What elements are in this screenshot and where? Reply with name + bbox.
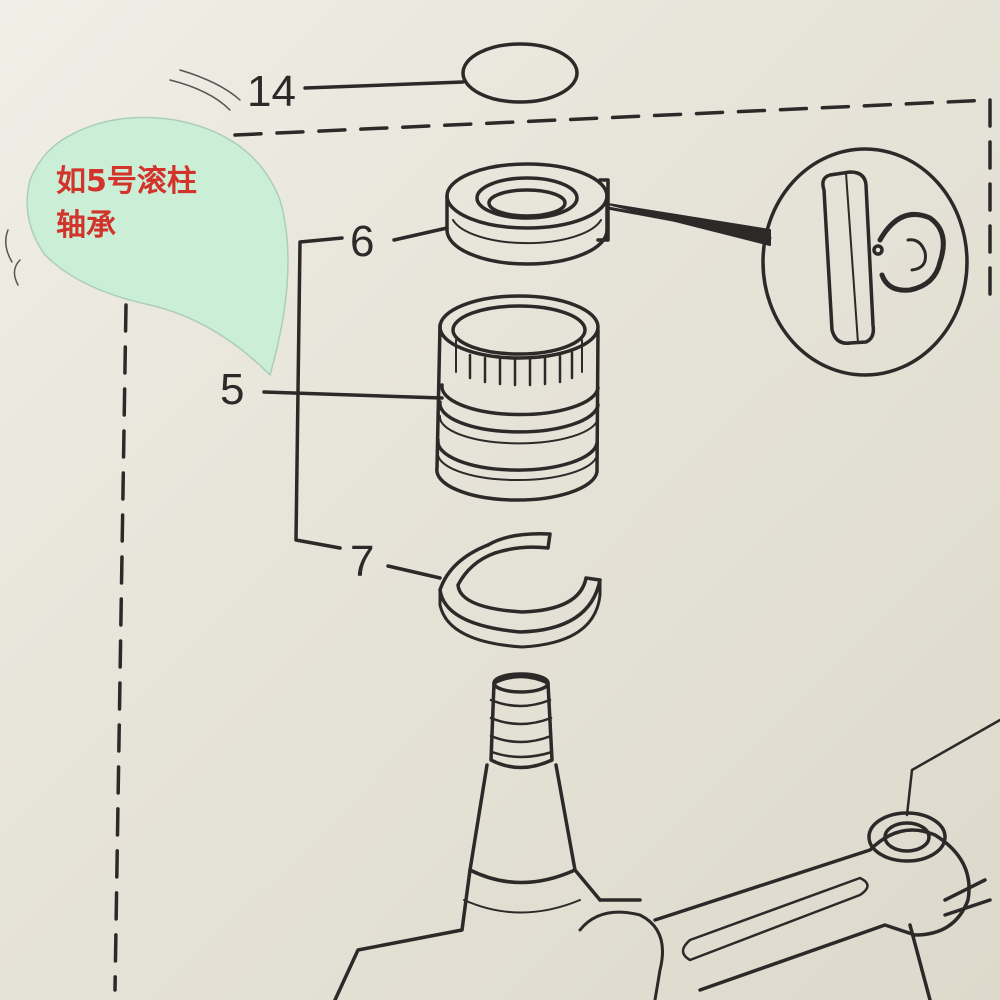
leader-line-5 [262, 390, 444, 400]
callout-bubble [26, 116, 289, 377]
part-label-6: 6 [350, 217, 375, 266]
callout-scribble [5, 229, 21, 286]
part-label-5: 5 [220, 365, 245, 414]
roller-bearing-5 [435, 294, 600, 502]
callout-line-1: 如5号滚柱 [56, 164, 197, 199]
assembly-boundary-dashed [233, 98, 992, 137]
seal-ring-6 [445, 162, 609, 266]
part-label-14: 14 [247, 67, 296, 116]
callout-line-2: 轴承 [56, 207, 116, 243]
callout-text: 如5号滚柱 轴承 [56, 160, 197, 247]
bracket-6 [596, 178, 610, 242]
assembly-boundary-left [113, 303, 128, 992]
steering-arm [653, 718, 1000, 1000]
detail-view-circle [761, 147, 969, 377]
leader-line-7 [386, 564, 442, 580]
group-bracket [294, 236, 344, 550]
part-label-7: 7 [350, 537, 375, 586]
spindle-shaft [333, 672, 664, 1000]
leader-line-14 [303, 80, 465, 90]
leader-line-6 [392, 226, 449, 242]
snap-ring-7 [438, 531, 602, 649]
o-ring-14 [461, 42, 579, 104]
